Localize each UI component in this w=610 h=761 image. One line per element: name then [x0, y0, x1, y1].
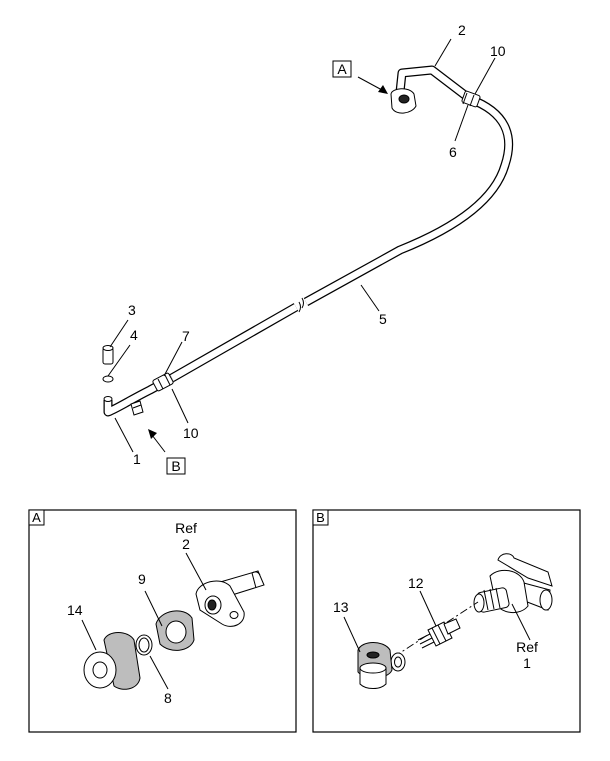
elbow-end: [103, 396, 113, 402]
callout-6: 6: [449, 144, 457, 160]
cap-part-3: [102, 345, 114, 365]
o-ring-part-4: [102, 375, 114, 383]
callout-7: 7: [182, 328, 190, 344]
break-mark-left: [298, 301, 301, 313]
detail-a-gasket: [155, 610, 195, 651]
detail-b-ref-number: 1: [523, 655, 531, 671]
break-mark-right: [301, 297, 304, 309]
detail-b-adapter: [417, 618, 461, 649]
callout-12: 12: [408, 575, 424, 591]
detail-a-tag: A: [32, 510, 41, 525]
detail-a-ref-word: Ref: [175, 520, 197, 536]
callout-5: 5: [379, 311, 387, 327]
detail-a-panel: A Ref 2: [28, 509, 297, 733]
callout-14: 14: [67, 602, 83, 618]
callout-8: 8: [164, 690, 172, 706]
detail-a-cap: [83, 632, 141, 690]
detail-b-panel: B: [312, 509, 581, 733]
view-ref-label-a: A: [337, 61, 347, 77]
callout-2: 2: [458, 22, 466, 38]
view-arrow-b: [148, 429, 166, 453]
rigid-tube-top: [395, 65, 473, 103]
hose-upper-segment: [303, 94, 514, 306]
detail-b-ref-word: Ref: [516, 639, 538, 655]
detail-b-washer: [390, 652, 406, 672]
hose-lower-segment: [169, 303, 299, 382]
view-ref-box-b: B: [166, 457, 186, 475]
callout-3: 3: [128, 302, 136, 318]
callout-1: 1: [133, 451, 141, 467]
main-assembly: A B 2 10 6 5 3 4 7 10 1: [102, 22, 514, 475]
view-ref-label-b: B: [171, 458, 180, 474]
leader-lines: [107, 38, 496, 453]
detail-a-o-ring: [135, 634, 153, 656]
callout-13: 13: [333, 599, 349, 615]
callout-4: 4: [130, 327, 138, 343]
detail-a-ref-number: 2: [182, 536, 190, 552]
detail-b-cap: [357, 642, 393, 689]
detail-b-tag: B: [316, 510, 325, 525]
view-ref-box-a: A: [332, 60, 352, 78]
view-arrow-a: [357, 76, 388, 94]
clamp-bottom: [152, 372, 174, 392]
callout-9: 9: [138, 571, 146, 587]
detail-b-port-fitting: [473, 587, 510, 613]
detail-a-flange: [195, 580, 245, 627]
callout-10-top: 10: [490, 43, 506, 59]
flange-fitting-top: [390, 88, 417, 114]
small-fitting: [130, 400, 144, 416]
callout-10-bottom: 10: [183, 425, 199, 441]
rigid-tube-bottom: [103, 374, 175, 417]
clamp-top: [461, 90, 481, 108]
